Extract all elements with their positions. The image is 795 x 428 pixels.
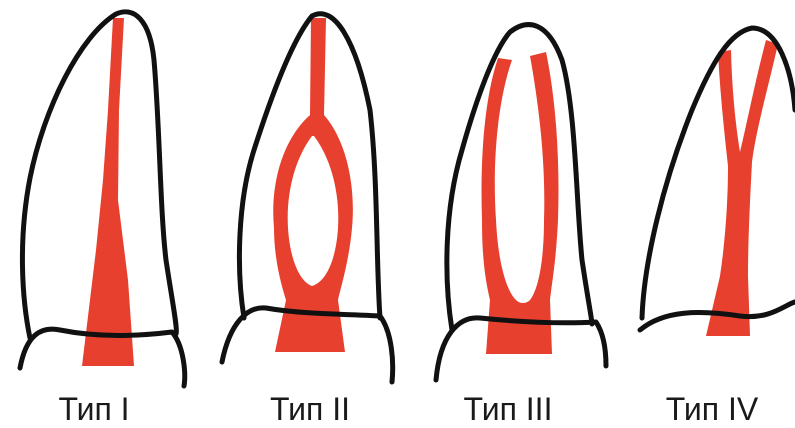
canal-type-1 <box>82 18 134 366</box>
label-type-1: Тип I <box>58 391 129 427</box>
tooth-outline-type-3 <box>447 25 592 330</box>
label-type-2: Тип II <box>270 391 350 427</box>
tooth-outline-type-2 <box>239 14 380 318</box>
label-type-3: Тип III <box>464 391 553 427</box>
tooth-type-4: Тип IV <box>640 28 795 427</box>
tooth-type-3: Тип III <box>436 25 606 427</box>
canal-type-4 <box>706 40 778 336</box>
label-type-4: Тип IV <box>666 391 759 427</box>
tooth-type-1: Тип I <box>20 12 185 427</box>
canal-type-3 <box>482 52 559 354</box>
tooth-outline-type-4 <box>642 28 795 318</box>
tooth-type-2: Тип II <box>222 14 393 427</box>
